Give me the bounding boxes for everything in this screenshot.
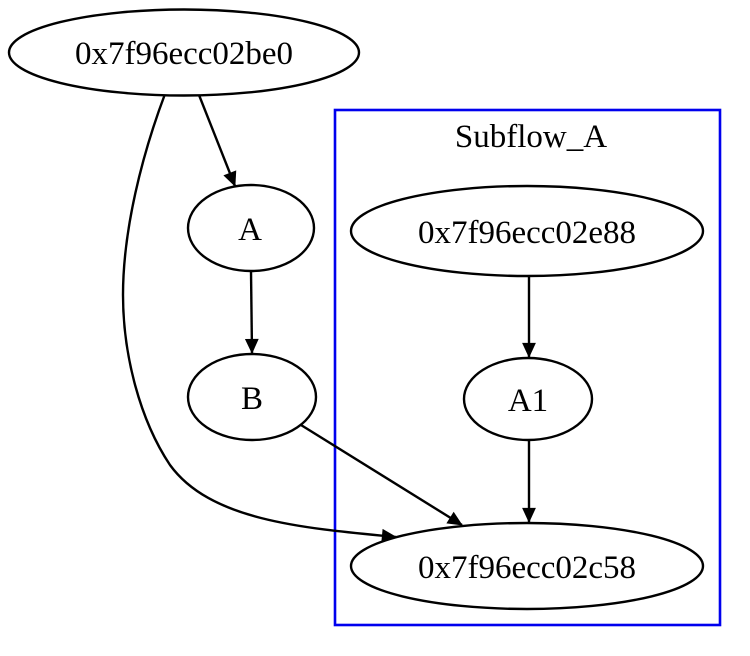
node-sub-root-label: 0x7f96ecc02e88 [418,215,636,251]
edge-root-to-sink [121,93,397,543]
node-root: 0x7f96ecc02be0 [7,8,361,97]
edge-b-to-sink [300,423,463,527]
cluster-subflow-a-label: Subflow_A [455,119,607,155]
node-a-shape [186,183,316,273]
node-a1-shape [462,356,594,442]
node-a1-label: A1 [508,383,548,419]
node-b-label: B [241,381,263,417]
node-root-label: 0x7f96ecc02be0 [75,36,293,72]
node-sink-label: 0x7f96ecc02c58 [418,550,636,586]
node-root-shape [7,8,361,97]
node-sub-root: 0x7f96ecc02e88 [349,184,705,278]
edge-root-to-a [197,94,237,187]
node-a: A [186,183,316,273]
node-sink-shape [349,521,705,611]
node-a1: A1 [462,356,594,442]
node-sink: 0x7f96ecc02c58 [349,521,705,611]
node-sub-root-shape [349,184,705,278]
cluster-subflow-a-border [333,108,722,627]
edge-a-to-b [244,270,259,354]
node-a-label: A [238,212,262,248]
node-b-shape [186,352,318,442]
node-b: B [186,352,318,442]
